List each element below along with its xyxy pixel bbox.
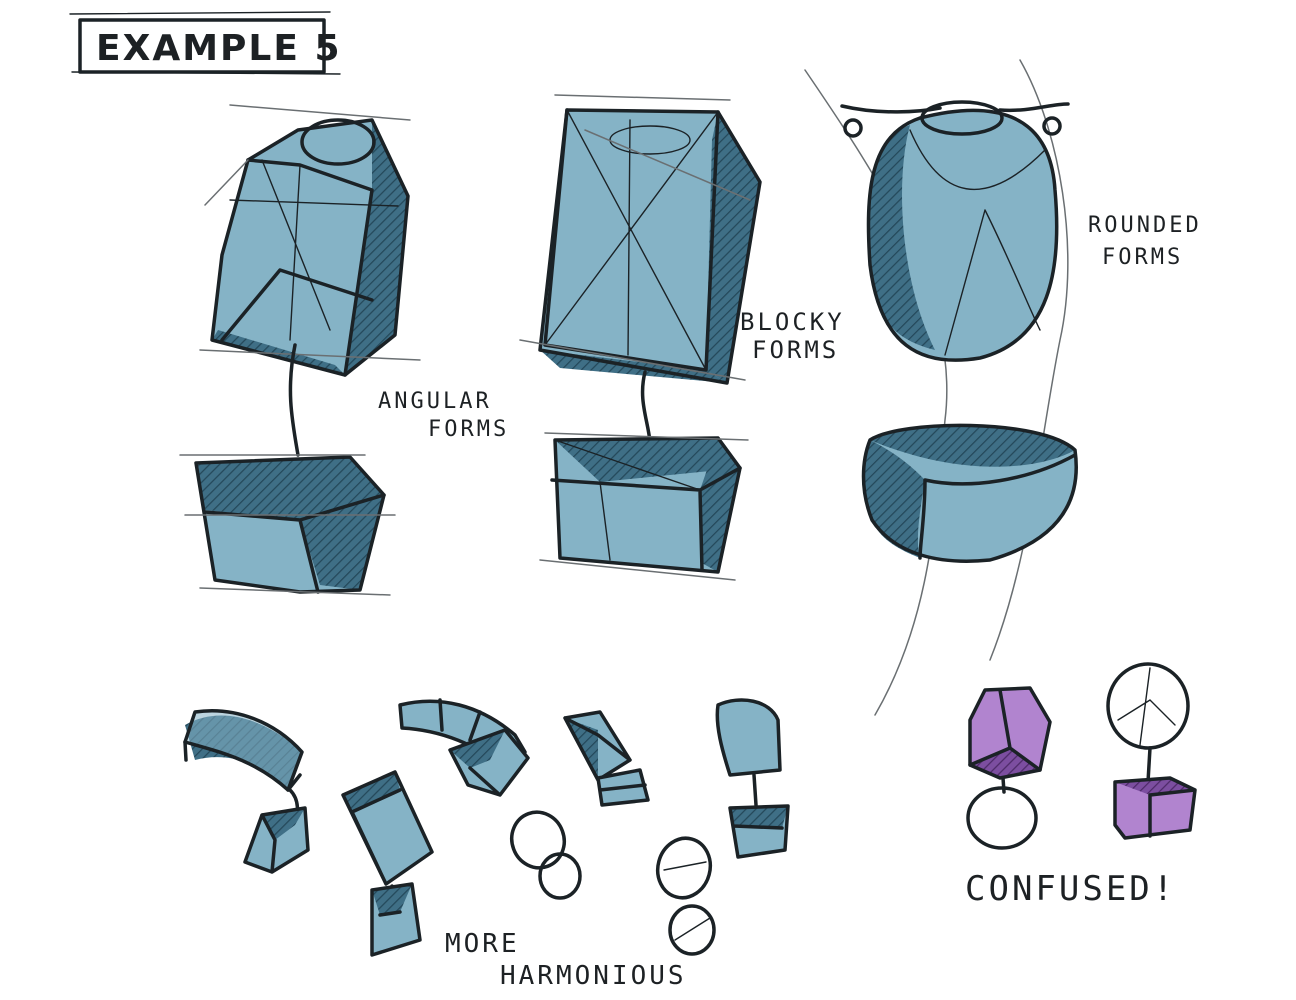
label-rounded-1: ROUNDED (1088, 213, 1202, 238)
label-angular-1: ANGULAR (378, 389, 492, 414)
confused-forms (968, 664, 1195, 848)
label-harmonious-1: MORE (445, 929, 520, 959)
label-blocky-2: FORMS (752, 336, 839, 364)
rounded-form (805, 60, 1076, 715)
harmonious-forms (185, 700, 788, 955)
page-title: EXAMPLE 5 (96, 28, 342, 69)
label-angular-2: FORMS (428, 417, 509, 442)
label-blocky-1: BLOCKY (740, 308, 845, 336)
title-box: EXAMPLE 5 (70, 12, 342, 74)
label-rounded-2: FORMS (1102, 245, 1183, 270)
label-confused: CONFUSED! (965, 869, 1176, 909)
label-harmonious-2: HARMONIOUS (500, 961, 687, 991)
angular-form (180, 105, 420, 595)
blocky-form (520, 95, 760, 580)
